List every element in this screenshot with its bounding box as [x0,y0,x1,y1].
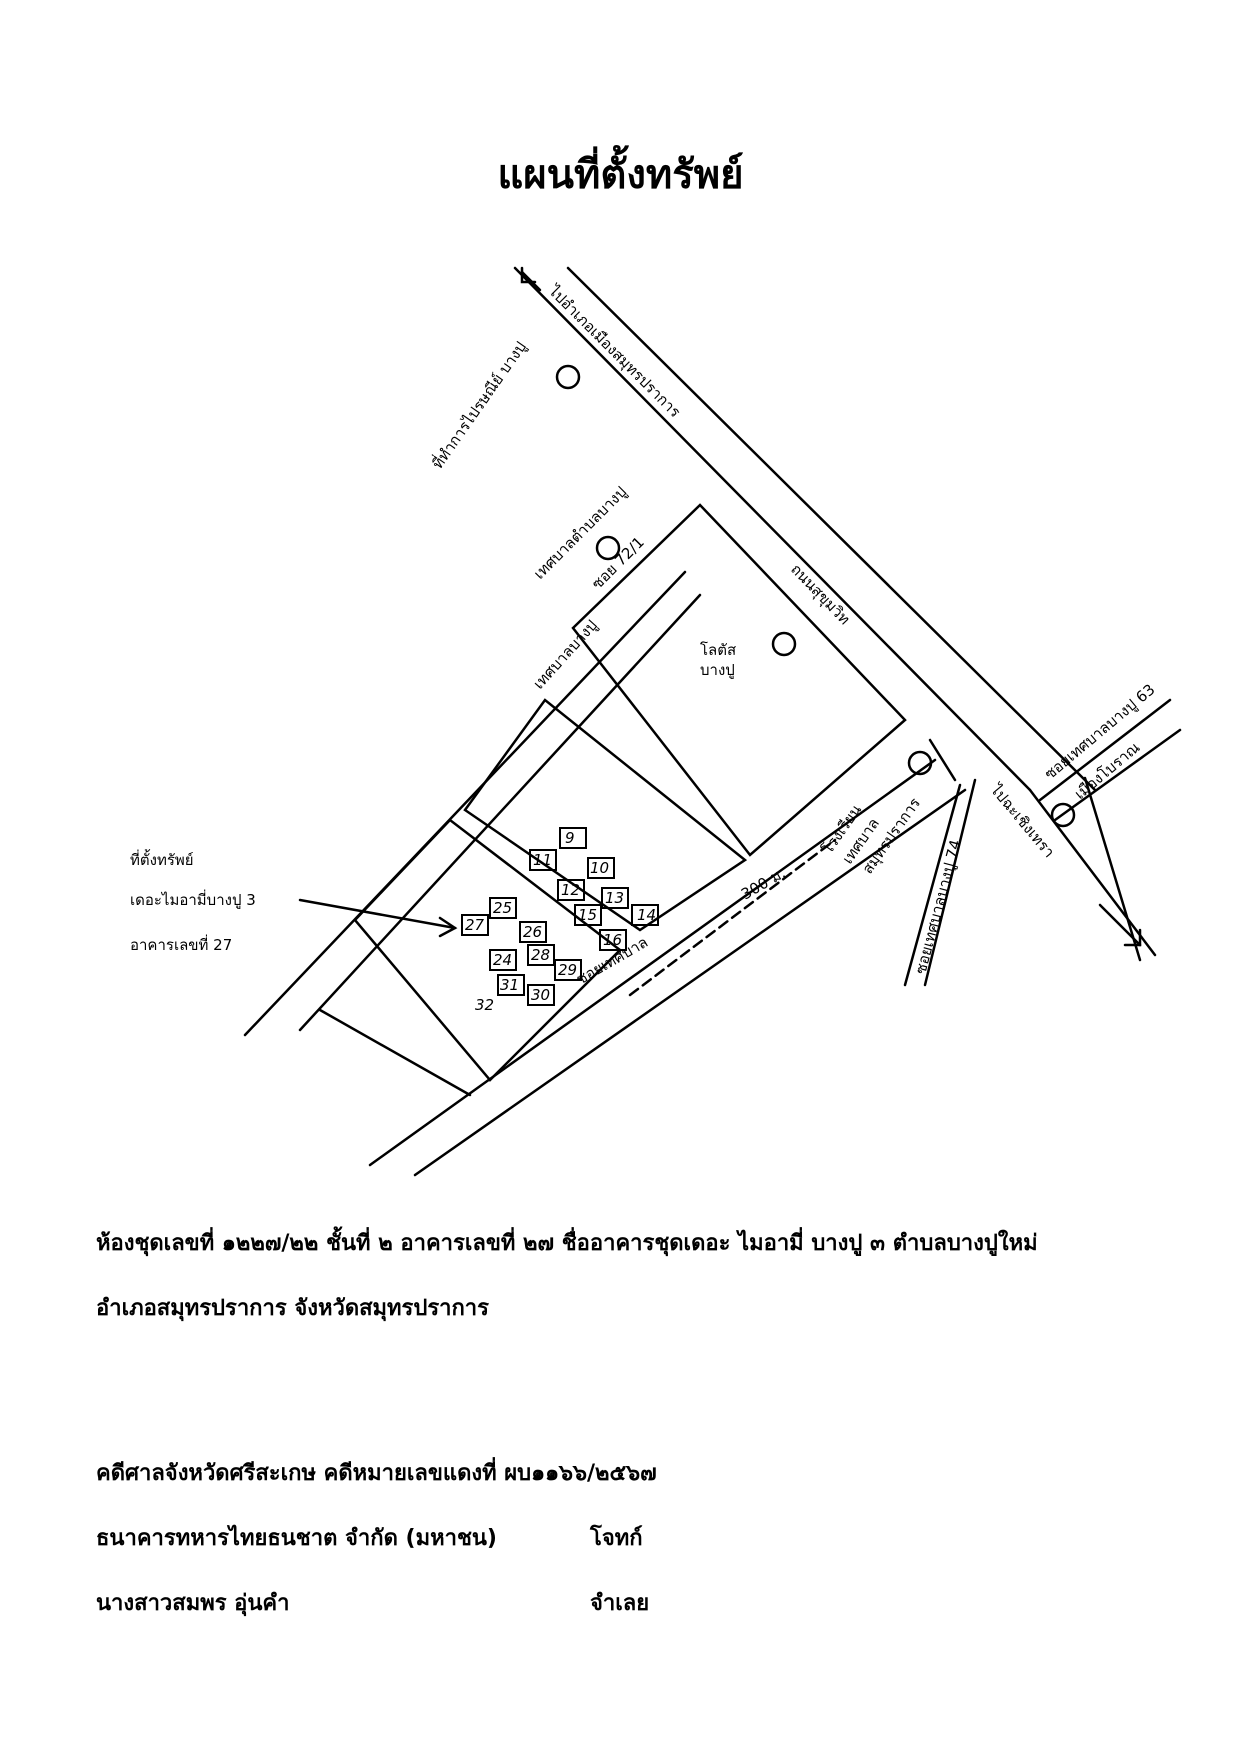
plaintiff-role: โจทก์ [590,1526,643,1551]
road-edge [1083,776,1142,962]
road-edge [923,778,977,987]
building-number: 28 [531,946,550,964]
block-property [353,818,622,1082]
road-edge [1028,788,1157,957]
building-plot [529,849,557,871]
landmark-circle [907,750,933,776]
distance-dashed-line [628,838,837,997]
building-number: 29 [558,961,577,979]
map-label: อาคารเลขที่ 27 [130,934,232,954]
road-edge [1053,728,1182,822]
building-plot [631,904,659,926]
map-label: บางปู [700,661,735,679]
building-plot [527,944,555,966]
building-plot [554,959,582,981]
defendant-role: จำเลย [590,1591,650,1616]
building-number: 27 [465,916,485,934]
building-plot [519,921,547,943]
building-number: 10 [590,859,609,877]
building-number: 12 [561,881,580,899]
landmark-circle [771,631,797,657]
landmark-circle [1050,802,1076,828]
building-plot [527,984,555,1006]
building-number: 14 [637,906,656,924]
building-plot [489,949,517,971]
map-label: โลตัส [700,641,736,659]
landmark-circle [555,364,581,390]
building-number: 26 [523,923,542,941]
road-edge [368,758,937,1167]
address-line-2: อำเภอสมุทรปราการ จังหวัดสมุทรปราการ [96,1296,489,1321]
building-number: 24 [493,951,512,969]
map-label: ที่ตั้งทรัพย์ [130,849,194,869]
road-edge [928,738,957,782]
block-middle [463,698,748,932]
building-number: 11 [533,851,552,869]
landmark-circle [595,535,621,561]
map-label: ซอยเทศบาลบางปู 74 [911,838,964,976]
road-edge [1038,698,1172,802]
building-plot [497,974,525,996]
arrow-up-icon [520,266,537,284]
road-edge [413,788,967,1177]
map-label: เดอะไมอามี่บางปู 3 [130,889,256,909]
arrow-down-icon [1098,903,1142,947]
building-plot [557,879,585,901]
pointer-arrow-icon [298,898,457,930]
defendant-name: นางสาวสมพร อุ่นคำ [96,1591,290,1616]
building-number: 15 [578,906,597,924]
map-label: ไปอำเภอเมืองสมุทรปราการ [544,281,684,421]
road-edge [566,266,1097,792]
page-title: แผนที่ตั้งทรัพย์ [497,152,744,198]
building-plot [559,827,587,849]
road-edge [318,1008,472,1097]
road-edge [298,593,702,1032]
road-edge [243,570,687,1037]
location-map: 9 10 11 12 13 14 15 16 24 25 26 27 28 29… [130,266,1182,1177]
arrow-down-icon [1123,928,1142,947]
building-number: 31 [500,976,519,994]
case-line: คดีศาลจังหวัดศรีสะเกษ คดีหมายเลขแดงที่ ผ… [96,1461,657,1486]
building-plot [489,897,517,919]
building-plot [599,929,627,951]
building-plot [574,904,602,926]
road-edge [903,783,962,987]
plaintiff-name: ธนาคารทหารไทยธนชาต จำกัด (มหาชน) [96,1526,497,1551]
road-edge [513,266,1032,792]
map-label: ที่ทำการไปรษณีย์ บางปู [427,337,530,472]
map-label: 300 ม. [738,864,789,904]
map-label: ไปฉะเชิงเทรา [986,780,1058,861]
building-number: 30 [531,986,550,1004]
building-number: 16 [603,931,622,949]
pointer-arrow-icon [438,916,458,938]
block-tesco [571,503,907,857]
building-number: 25 [493,899,512,917]
map-label: เทศบาลบางปู [530,616,601,692]
building-number: 13 [605,889,624,907]
address-line-1: ห้องชุดเลขที่ ๑๒๒๗/๒๒ ชั้นที่ ๒ อาคารเลข… [96,1231,1038,1256]
map-label: ถนนสุขุมวิท [786,560,853,629]
building-plot [601,887,629,909]
building-number: 9 [565,829,575,847]
building-number: 32 [475,996,494,1014]
building-plot [461,914,489,936]
building-plot [587,857,615,879]
